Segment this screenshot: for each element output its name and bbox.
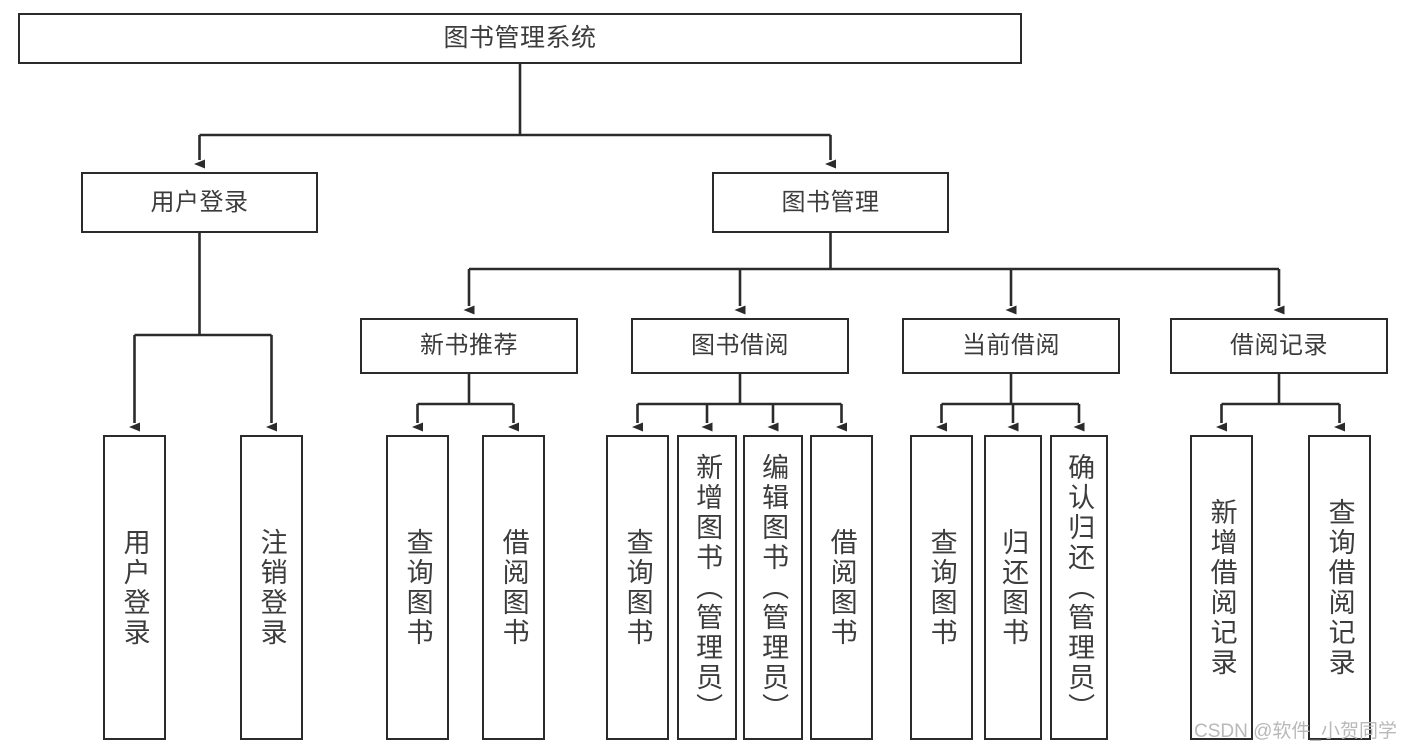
node-label: 查询图书 [926,527,957,648]
node-leaf-confirm-return[interactable]: 确认归还（管理员） [1050,435,1108,740]
node-borrow-records[interactable]: 借阅记录 [1170,318,1388,374]
node-label: 查询图书 [622,527,653,648]
node-label: 图书管理 [781,188,880,216]
node-leaf-query-book-3[interactable]: 查询图书 [910,435,973,740]
node-label: 用户登录 [150,188,249,216]
node-leaf-user-login[interactable]: 用户登录 [103,435,166,740]
node-label: 编辑图书（管理员） [758,452,789,723]
node-new-book-recommend[interactable]: 新书推荐 [360,318,578,374]
node-label: 归还图书 [998,527,1029,648]
node-label: 借阅记录 [1230,332,1328,359]
node-label: 图书管理系统 [443,24,597,52]
node-label: 借阅图书 [826,527,857,648]
node-label: 图书借阅 [691,332,789,359]
node-label: 新增借阅记录 [1206,497,1237,678]
node-leaf-add-record[interactable]: 新增借阅记录 [1190,435,1253,740]
node-label: 注销登录 [256,527,287,648]
node-label: 确认归还（管理员） [1064,452,1095,723]
node-label: 借阅图书 [498,527,529,648]
watermark-text: CSDN @软件_小贺同学 [1194,721,1397,742]
node-label: 新书推荐 [420,332,518,359]
node-leaf-borrow-book-1[interactable]: 借阅图书 [482,435,545,740]
node-book-borrow[interactable]: 图书借阅 [631,318,849,374]
node-leaf-return-book[interactable]: 归还图书 [984,435,1042,740]
node-user-login[interactable]: 用户登录 [81,172,318,233]
node-leaf-query-book-2[interactable]: 查询图书 [606,435,669,740]
node-leaf-user-logout[interactable]: 注销登录 [240,435,303,740]
node-root[interactable]: 图书管理系统 [18,13,1022,64]
node-book-management[interactable]: 图书管理 [712,172,949,233]
node-leaf-edit-book[interactable]: 编辑图书（管理员） [743,435,803,740]
node-leaf-add-book[interactable]: 新增图书（管理员） [677,435,737,740]
node-leaf-query-book-1[interactable]: 查询图书 [386,435,449,740]
node-leaf-query-record[interactable]: 查询借阅记录 [1308,435,1371,740]
node-label: 查询借阅记录 [1324,497,1355,678]
node-leaf-borrow-book-2[interactable]: 借阅图书 [810,435,873,740]
node-label: 新增图书（管理员） [692,452,723,723]
node-label: 当前借阅 [962,332,1060,359]
node-current-borrow[interactable]: 当前借阅 [902,318,1120,374]
node-label: 查询图书 [402,527,433,648]
node-label: 用户登录 [119,527,150,648]
